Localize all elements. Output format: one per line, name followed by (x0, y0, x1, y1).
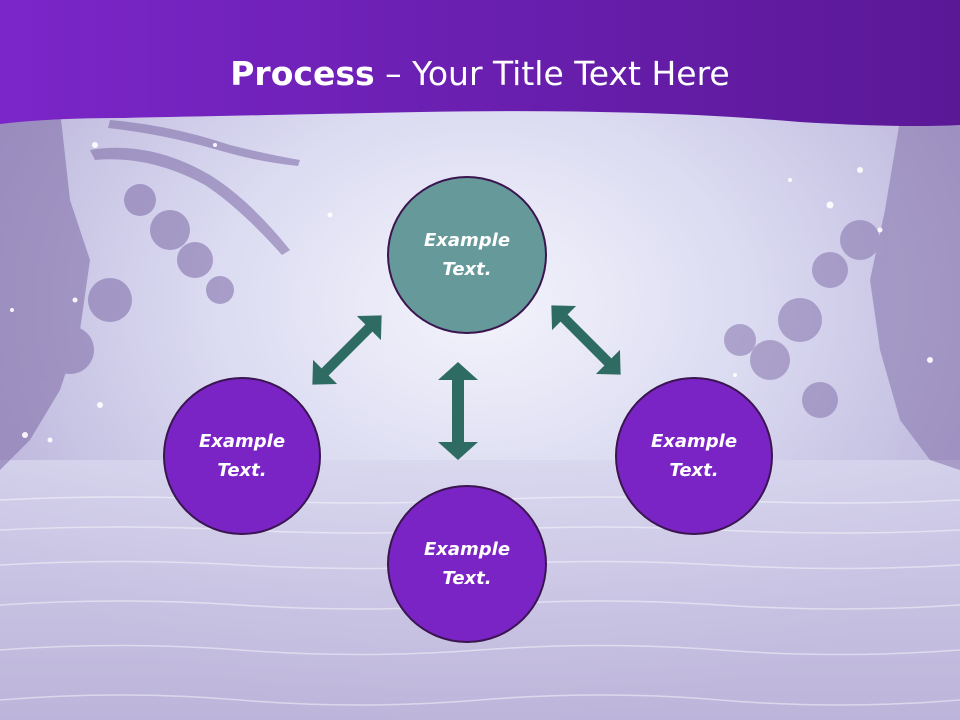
node-top-line2: Text. (442, 259, 492, 280)
node-left-line1: Example (198, 431, 286, 452)
node-top-line1: Example (423, 230, 511, 251)
title-bold-part: Process (230, 54, 375, 93)
node-bottom-label: Example Text. (402, 535, 532, 593)
node-bottom-line1: Example (423, 539, 511, 560)
node-bottom: Example Text. (387, 485, 547, 643)
node-right-line2: Text. (669, 460, 719, 481)
node-top-label: Example Text. (402, 226, 532, 284)
slide-title: Process – Your Title Text Here (0, 52, 960, 96)
node-right-label: Example Text. (629, 427, 759, 485)
arrow-top-right (551, 305, 621, 375)
node-left-line2: Text. (217, 460, 267, 481)
node-bottom-line2: Text. (442, 568, 492, 589)
node-right-line1: Example (650, 431, 738, 452)
node-left: Example Text. (163, 377, 321, 535)
title-rest-part: – Your Title Text Here (374, 54, 730, 93)
node-right: Example Text. (615, 377, 773, 535)
node-top: Example Text. (387, 176, 547, 334)
node-left-label: Example Text. (177, 427, 307, 485)
arrow-vertical (438, 362, 478, 460)
arrow-top-left (312, 315, 382, 385)
